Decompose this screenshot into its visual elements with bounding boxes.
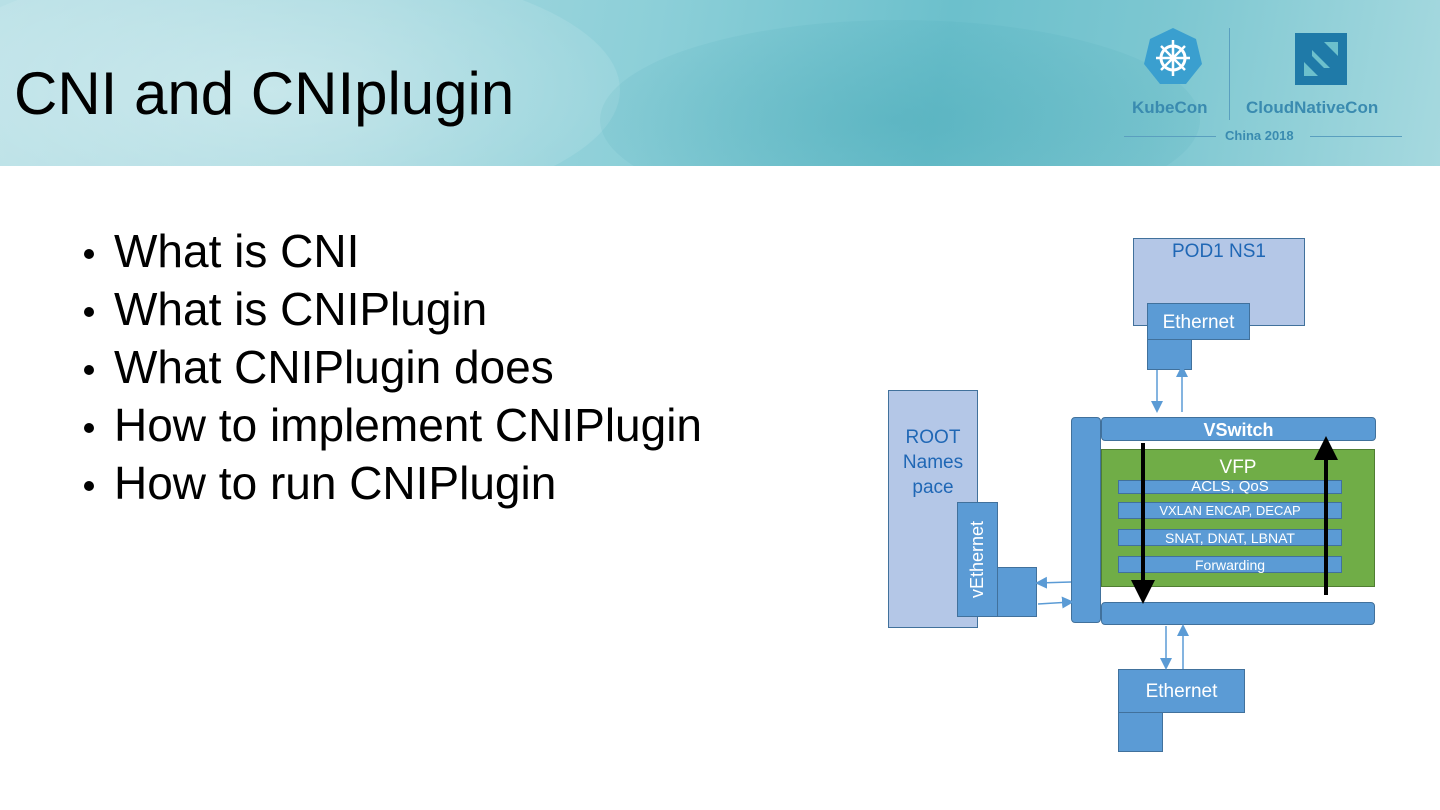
pod-ethernet-box: Ethernet: [1147, 303, 1250, 340]
bullet-item: How to implement CNIPlugin: [80, 396, 702, 454]
bullet-dot: [84, 423, 94, 433]
bullet-item: What CNIPlugin does: [80, 338, 702, 396]
bullet-item: What is CNI: [80, 222, 702, 280]
root-namespace-label: ROOT Names pace: [902, 427, 964, 498]
host-ethernet-box: Ethernet: [1118, 669, 1245, 713]
slide-title: CNI and CNIplugin: [14, 60, 515, 127]
cloudnativecon-wordmark: CloudNativeCon: [1246, 98, 1379, 117]
vfp-layer-vxlan: VXLAN ENCAP, DECAP: [1118, 502, 1342, 519]
vswitch-label: VSwitch: [1203, 420, 1274, 440]
vswitch-port-bar: [1071, 417, 1101, 623]
pod-ethernet-port: [1147, 339, 1192, 370]
kubecon-wordmark: KubeCon: [1132, 98, 1208, 117]
kubernetes-wheel-icon: [1144, 28, 1202, 84]
bullet-list: What is CNI What is CNIPlugin What CNIPl…: [80, 222, 702, 512]
bullet-dot: [84, 365, 94, 375]
vswitch-bottom-bar: [1101, 602, 1375, 625]
bullet-dot: [84, 307, 94, 317]
logo-rule-right: [1310, 136, 1402, 137]
arrow-veth-out: [1037, 596, 1074, 609]
bullet-dot: [84, 249, 94, 259]
vfp-layer-forwarding: Forwarding: [1118, 556, 1342, 573]
host-ethernet-port: [1118, 712, 1163, 752]
cncf-logo-icon: [1295, 33, 1347, 85]
slide-header: CNI and CNIplugin KubeCon CloudNativeCon…: [0, 0, 1440, 166]
host-ethernet-label: Ethernet: [1145, 681, 1218, 702]
logo-rule-left: [1124, 136, 1216, 137]
arrow-veth-in: [1035, 576, 1072, 589]
vfp-layer-nat: SNAT, DNAT, LBNAT: [1118, 529, 1342, 546]
pod-namespace-label: POD1 NS1: [1172, 241, 1266, 262]
bullet-dot: [84, 481, 94, 491]
vethernet-port: [997, 567, 1037, 617]
bullet-item: How to run CNIPlugin: [80, 454, 702, 512]
vethernet-box: vEthernet: [957, 502, 998, 617]
event-year: China 2018: [1225, 128, 1294, 143]
bullet-item: What is CNIPlugin: [80, 280, 702, 338]
pod-ethernet-label: Ethernet: [1162, 312, 1235, 333]
vfp-label: VFP: [1219, 457, 1257, 478]
header-highlight: [0, 0, 620, 166]
event-logo: KubeCon CloudNativeCon China 2018: [1120, 22, 1410, 152]
logo-divider: [1229, 28, 1230, 120]
vfp-layer-acls: ACLS, QoS: [1118, 478, 1342, 495]
